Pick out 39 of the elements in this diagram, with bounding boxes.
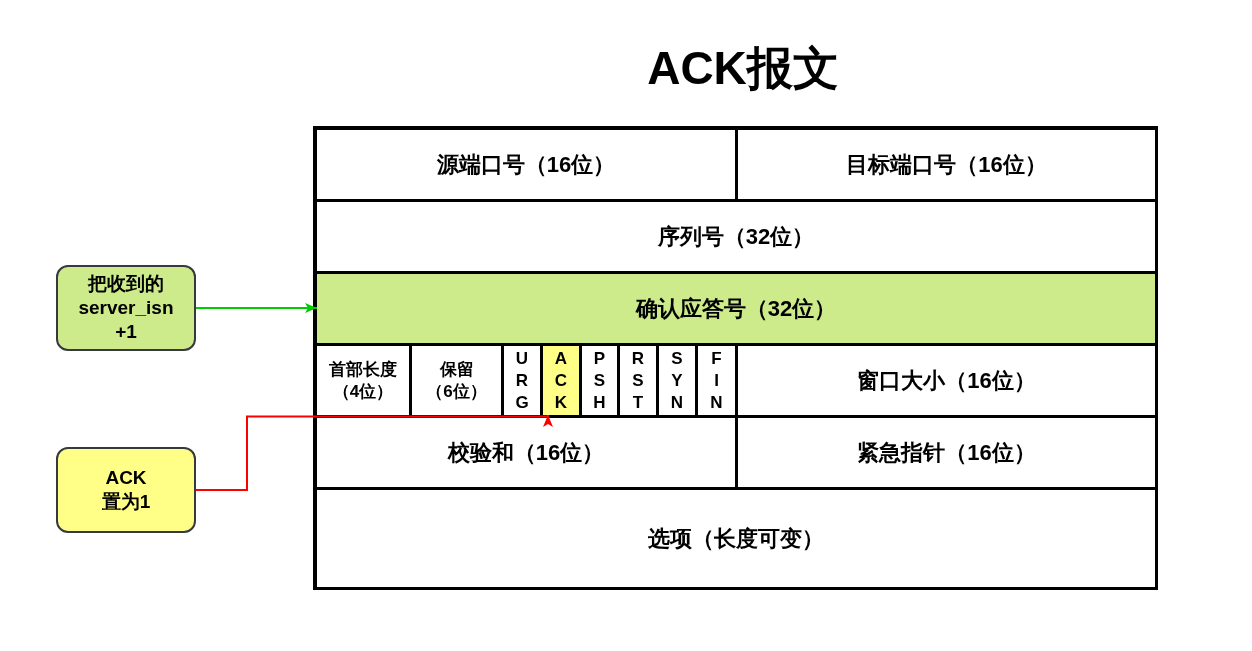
field-label: 保留（6位）	[425, 359, 488, 402]
flag-letters: FIN	[709, 347, 724, 414]
callout-box	[56, 447, 196, 533]
field-label: 选项（长度可变）	[648, 524, 824, 553]
arrow	[195, 414, 553, 491]
field-label: 窗口大小（16位）	[857, 366, 1036, 395]
header-field	[317, 274, 1155, 343]
field-label: 校验和（16位）	[447, 438, 605, 467]
header-field	[738, 418, 1155, 487]
field-label: 源端口号（16位）	[436, 150, 616, 179]
flag-bit-field	[504, 346, 540, 415]
callout-text: ACK 置为1	[100, 466, 152, 514]
field-label: 序列号（32位）	[657, 222, 815, 251]
flag-bit-field	[582, 346, 617, 415]
flag-letters: ACK	[554, 347, 568, 414]
flag-letters: RST	[631, 347, 645, 414]
flag-bit-field	[659, 346, 695, 415]
callout-text: 把收到的 server_isn +1	[77, 272, 175, 344]
flag-bit-field	[620, 346, 656, 415]
header-field	[317, 202, 1155, 271]
header-field	[317, 130, 735, 199]
header-field	[317, 346, 409, 415]
flag-letters: SYN	[670, 347, 684, 414]
diagram-title: ACK报文	[647, 41, 839, 96]
header-field	[412, 346, 501, 415]
field-label: 确认应答号（32位）	[635, 294, 837, 323]
callout-box	[56, 265, 196, 351]
header-field	[317, 490, 1155, 587]
flag-letters: URG	[515, 347, 529, 414]
field-label: 首部长度（4位）	[328, 359, 398, 402]
header-field	[738, 346, 1155, 415]
header-field	[317, 418, 735, 487]
arrow	[195, 303, 318, 313]
flag-bit-field	[543, 346, 579, 415]
field-label: 紧急指针（16位）	[857, 438, 1036, 467]
field-label: 目标端口号（16位）	[846, 150, 1047, 179]
header-field	[738, 130, 1155, 199]
flag-bit-field	[698, 346, 735, 415]
flag-letters: PSH	[592, 347, 607, 414]
